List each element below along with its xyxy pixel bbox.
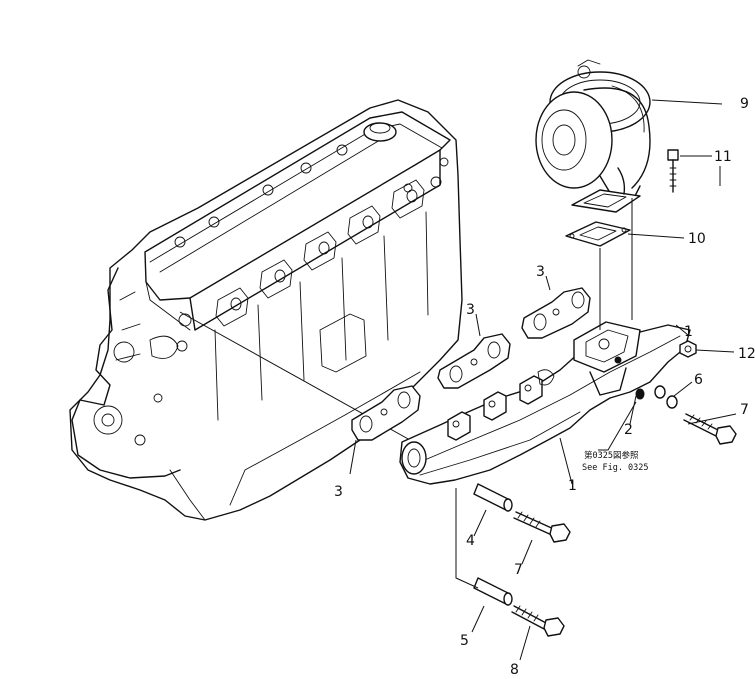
- callout-4: 4: [466, 533, 475, 549]
- callout-6: 6: [694, 372, 703, 388]
- exhaust-manifold: [399, 321, 691, 485]
- callout-2: 2: [624, 422, 633, 438]
- callout-1-right: 1: [684, 324, 693, 340]
- turbocharger: [535, 59, 651, 213]
- gasket-lower: [351, 385, 421, 441]
- note-leader-line: [598, 401, 637, 451]
- engine-block: [69, 99, 463, 521]
- bolt-7-right: [683, 413, 737, 445]
- callout-3-upper: 3: [536, 264, 545, 280]
- bolt-8: [511, 605, 565, 637]
- callout-3-lower: 3: [334, 484, 343, 500]
- nut-12: [679, 340, 697, 358]
- exhaust-ports: [215, 179, 425, 327]
- callout-7-lower: 7: [514, 562, 523, 578]
- reference-note-en: See Fig. 0325: [582, 463, 649, 473]
- callout-8: 8: [510, 662, 519, 678]
- gasket-middle: [437, 333, 511, 389]
- turbo-gasket: [565, 221, 631, 247]
- sleeve-5: [473, 577, 513, 606]
- callout-1: 1: [568, 478, 577, 494]
- callout-7-right: 7: [740, 402, 749, 418]
- callout-10: 10: [688, 231, 706, 247]
- callout-3-middle: 3: [466, 302, 475, 318]
- bolt-7-lower: [513, 511, 571, 543]
- washer-2: [635, 388, 645, 400]
- gasket-upper: [521, 287, 591, 339]
- washer-6: [654, 385, 678, 409]
- callout-11: 11: [714, 149, 732, 165]
- callout-12: 12: [738, 346, 755, 362]
- sleeve-leader-line: [455, 488, 479, 589]
- callout-5: 5: [460, 633, 469, 649]
- reference-note-jp: 第0325図参照: [584, 450, 639, 461]
- callout-9: 9: [740, 96, 749, 112]
- bolt-11: [667, 149, 679, 193]
- sleeve-4: [473, 483, 513, 512]
